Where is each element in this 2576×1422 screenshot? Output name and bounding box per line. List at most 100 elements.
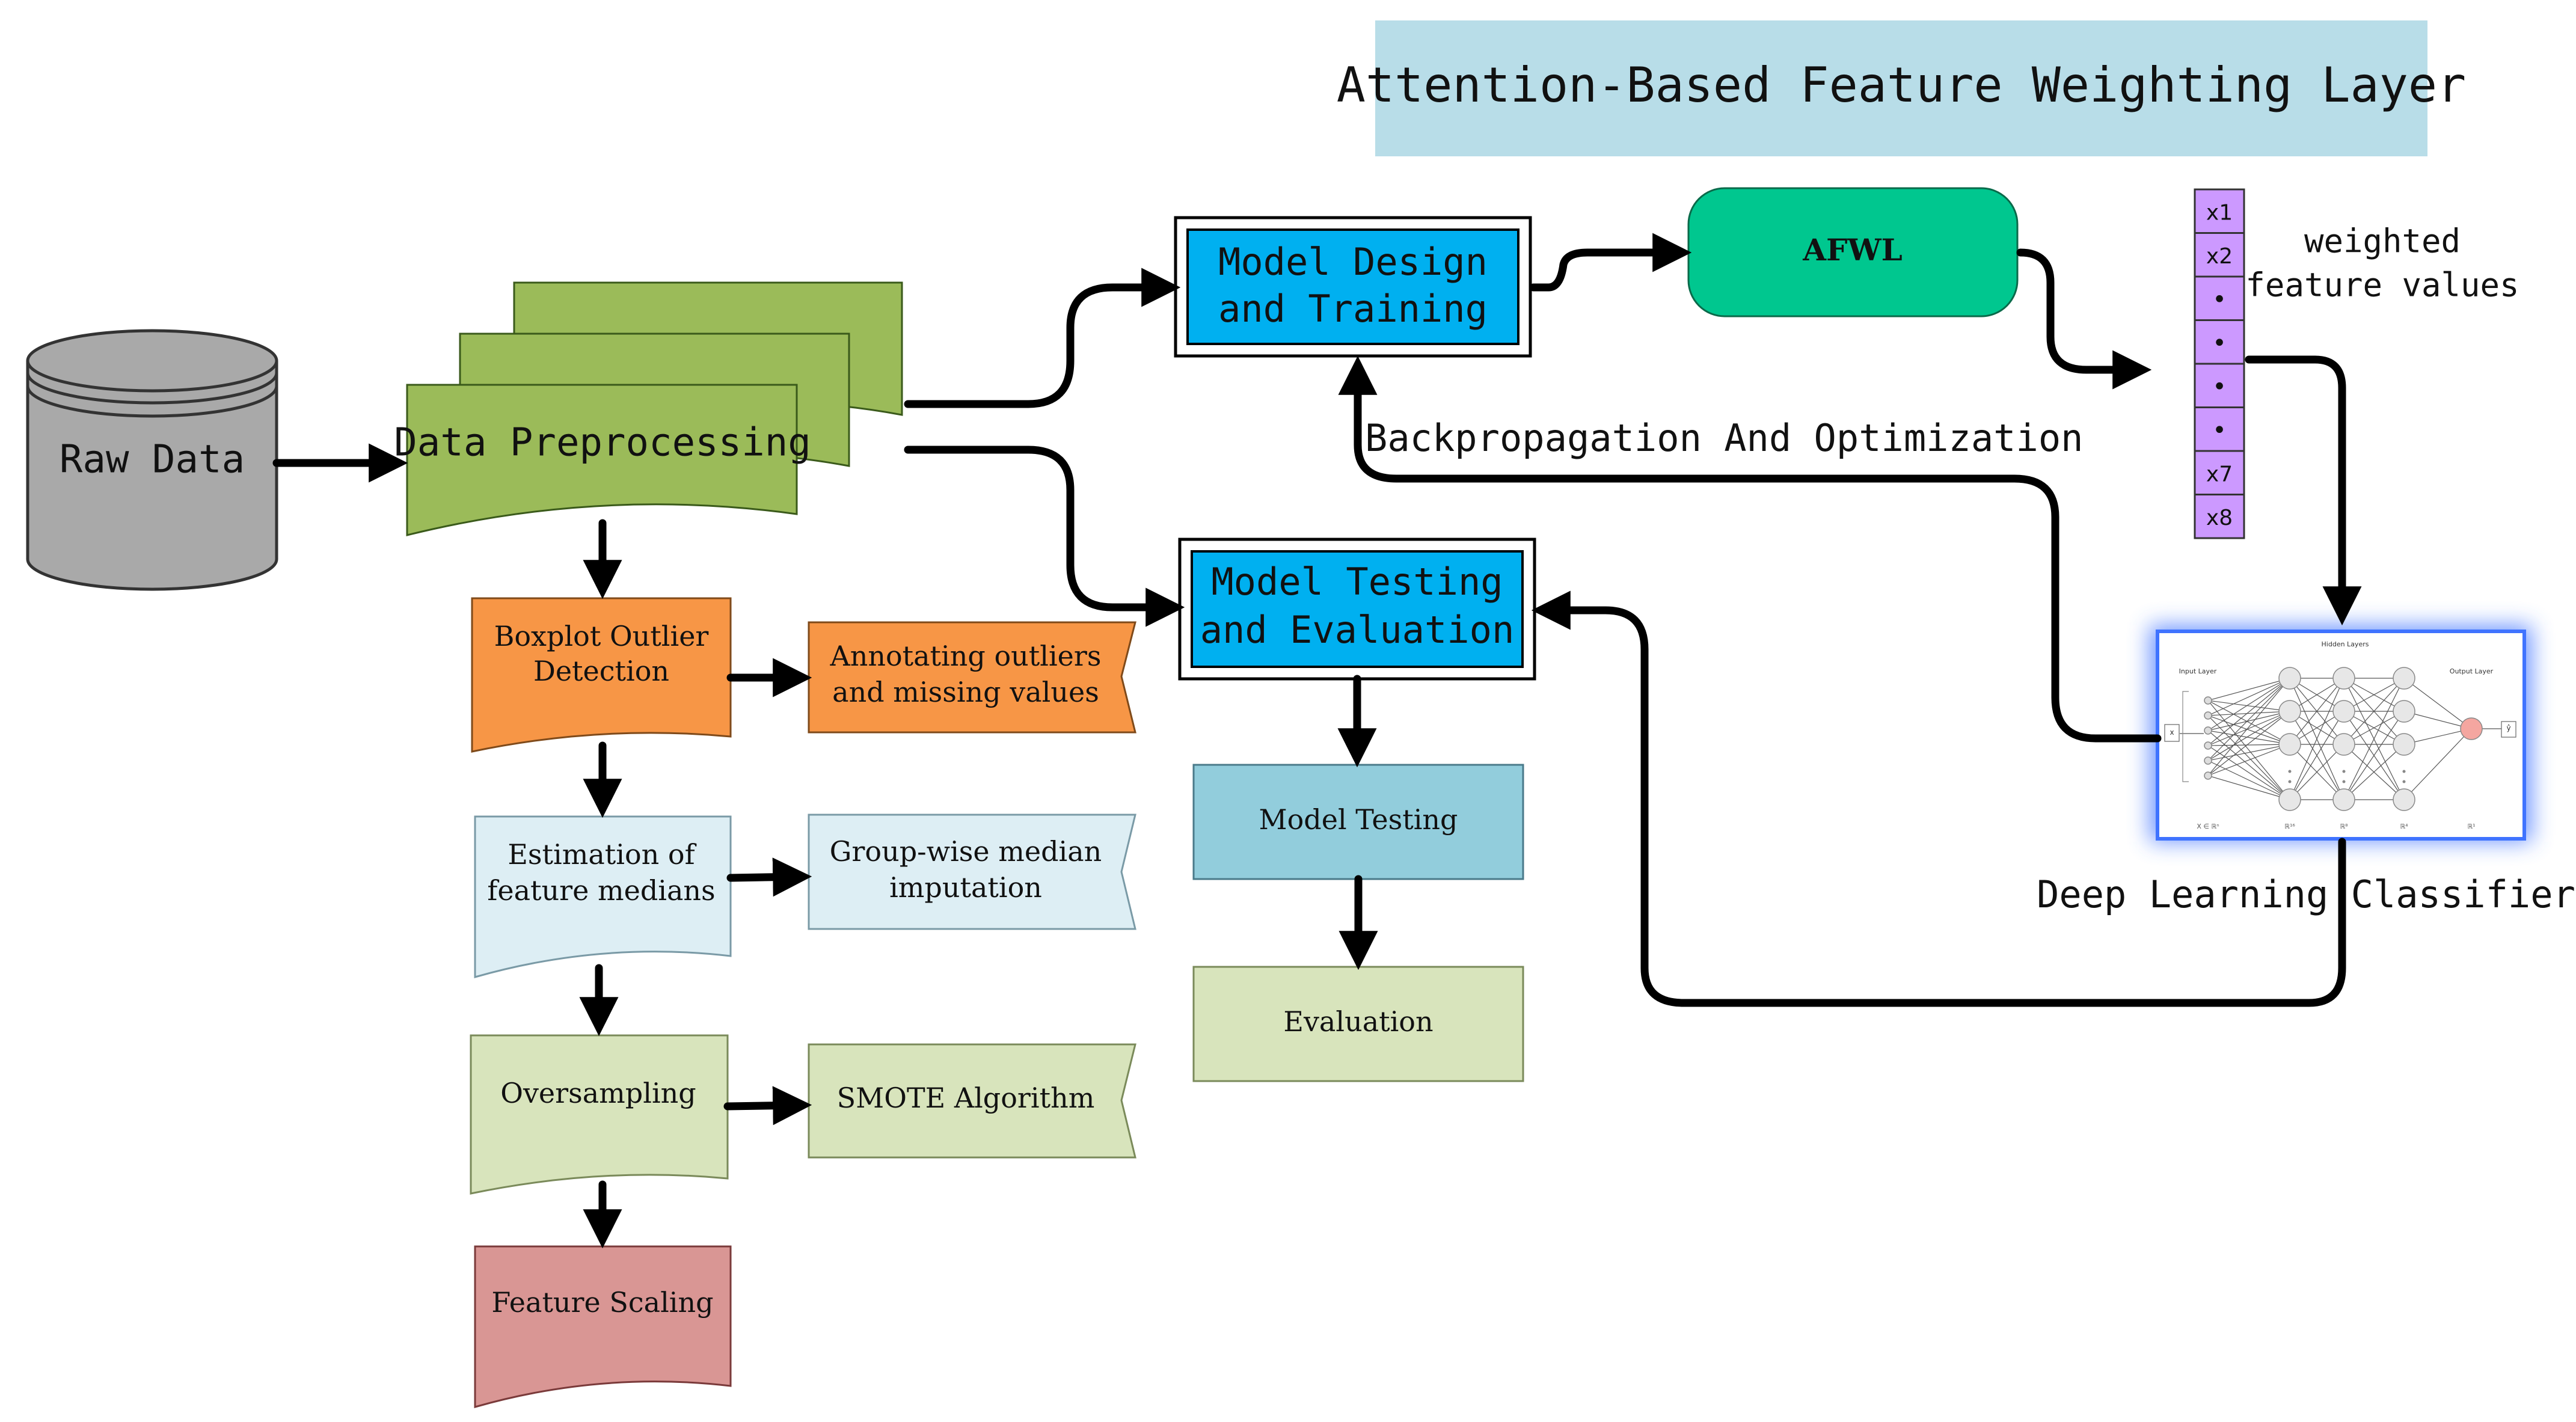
nn-edge — [2343, 678, 2405, 712]
evaluation-node: Evaluation — [1192, 966, 1524, 1082]
model-design-label-2: and Training — [1218, 287, 1488, 331]
nn-ellipsis-dot — [2342, 780, 2346, 783]
model-design-label-1: Model Design — [1218, 240, 1488, 284]
nn-neuron — [2393, 667, 2415, 690]
nn-neuron — [2204, 741, 2212, 750]
arrow-model-design-to-afwl — [1529, 233, 1692, 292]
feature-cell-1 — [2194, 232, 2245, 278]
nn-edge — [2343, 744, 2405, 800]
nn-bottom-label-2: ℝ⁸ — [2340, 823, 2348, 830]
nn-neuron — [2278, 788, 2301, 811]
nn-neuron — [2204, 771, 2212, 780]
nn-edge — [2289, 678, 2344, 745]
nn-neuron — [2204, 711, 2212, 720]
groupwise-label-2: imputation — [889, 871, 1042, 904]
nn-edge — [2207, 744, 2290, 746]
weighted-values-label: weighted feature values — [2245, 222, 2519, 304]
nn-edge — [2207, 745, 2290, 800]
nn-neuron — [2278, 667, 2301, 690]
nn-neuron — [2204, 756, 2212, 765]
feature-cell-3 — [2194, 319, 2245, 365]
boxplot-label-1: Boxplot Outlier — [494, 620, 709, 652]
nn-ellipsis-dot — [2402, 780, 2406, 783]
nn-edge — [2207, 730, 2290, 745]
nn-edge — [2207, 678, 2290, 761]
feature-scaling-label: Feature Scaling — [491, 1286, 713, 1319]
model-testing-eval-label-1: Model Testing — [1211, 560, 1503, 604]
nn-edge — [2207, 711, 2290, 716]
arrow-classifier-to-model-testing — [1531, 590, 2346, 1007]
nn-edge — [2289, 744, 2344, 800]
nn-neuron — [2393, 733, 2415, 756]
feature-cell-label-1: x2 — [2206, 244, 2233, 269]
nn-edge — [2207, 744, 2290, 761]
boxplot-outlier-node: Boxplot Outlier Detection — [471, 597, 732, 753]
raw-data-cylinder: Raw Data — [26, 329, 278, 591]
nn-neuron — [2278, 700, 2301, 723]
nn-neuron — [2332, 700, 2355, 723]
arrow-afwl-to-vector — [2016, 248, 2152, 390]
nn-ellipsis-dot — [2402, 770, 2406, 773]
model-testing-node: Model Testing — [1192, 764, 1524, 880]
nn-output-box — [2501, 721, 2516, 738]
deep-learning-classifier: Input Layer Hidden Layers Output Layer x… — [2150, 625, 2532, 842]
nn-input-symbol: x — [2170, 728, 2174, 737]
nn-bottom-label-1: ℝ¹⁶ — [2284, 823, 2295, 830]
nn-edge — [2207, 711, 2290, 776]
neural-network-thumbnail — [2164, 667, 2516, 811]
nn-hidden-layers-label: Hidden Layers — [2322, 640, 2369, 648]
evaluation-label: Evaluation — [1283, 1005, 1433, 1038]
nn-edge — [2207, 678, 2290, 731]
model-design-node: Model Design and Training — [1174, 216, 1532, 358]
nn-edge — [2207, 775, 2290, 800]
nn-neuron — [2278, 733, 2301, 756]
nn-bottom-label-0: X ∈ ℝⁿ — [2197, 823, 2219, 830]
nn-edge — [2403, 711, 2472, 729]
nn-neuron — [2460, 717, 2483, 740]
nn-bottom-label-3: ℝ⁴ — [2400, 823, 2408, 830]
nn-edge — [2207, 700, 2290, 712]
nn-edge — [2207, 700, 2290, 800]
nn-edge — [2343, 711, 2405, 745]
groupwise-label-1: Group-wise median — [830, 835, 1102, 868]
feature-cell-label-4: • — [2212, 373, 2227, 400]
nn-edge — [2289, 678, 2344, 800]
nn-edge — [2403, 728, 2472, 745]
nn-output-layer-label: Output Layer — [2450, 667, 2494, 675]
nn-bottom-label-4: ℝ¹ — [2467, 823, 2475, 830]
backprop-label: Backpropagation And Optimization — [1365, 416, 2083, 460]
arrow-preprocessing-to-model-testing — [904, 446, 1185, 627]
nn-edge — [2207, 678, 2290, 716]
data-preprocessing-label: Data Preprocessing — [394, 421, 811, 465]
nn-edge — [2343, 711, 2405, 800]
nn-ellipsis-dot — [2288, 780, 2292, 783]
estimation-label-1: Estimation of — [508, 838, 696, 871]
nn-neuron — [2332, 788, 2355, 811]
feature-cell-7 — [2194, 494, 2245, 539]
arrow-estimation-to-groupwise — [726, 857, 812, 897]
nn-edge — [2207, 678, 2290, 746]
nn-ellipsis-dot — [2342, 770, 2346, 773]
nn-neuron — [2393, 700, 2415, 723]
nn-edge — [2207, 760, 2290, 800]
oversampling-node: Oversampling — [470, 1034, 729, 1195]
nn-output-symbol: ŷ — [2506, 724, 2510, 732]
data-preprocessing-shape: Data Preprocessing — [394, 281, 903, 536]
arrow-backpropagation — [1338, 355, 2162, 743]
arrow-preprocessing-to-model-design — [904, 268, 1181, 408]
nn-edge — [2403, 678, 2472, 729]
model-testing-eval-label-2: and Evaluation — [1200, 608, 1515, 652]
nn-input-layer-label: Input Layer — [2179, 667, 2217, 675]
nn-edge — [2207, 678, 2290, 701]
nn-neuron — [2332, 667, 2355, 690]
nn-edge — [2207, 730, 2290, 800]
feature-cell-6 — [2194, 450, 2245, 495]
feature-cell-label-7: x8 — [2206, 506, 2233, 530]
smote-label: SMOTE Algorithm — [837, 1082, 1095, 1114]
connectors — [272, 233, 2362, 1249]
nn-ellipsis-dot — [2288, 770, 2292, 773]
nn-edge — [2343, 678, 2405, 800]
raw-data-label: Raw Data — [60, 438, 245, 482]
